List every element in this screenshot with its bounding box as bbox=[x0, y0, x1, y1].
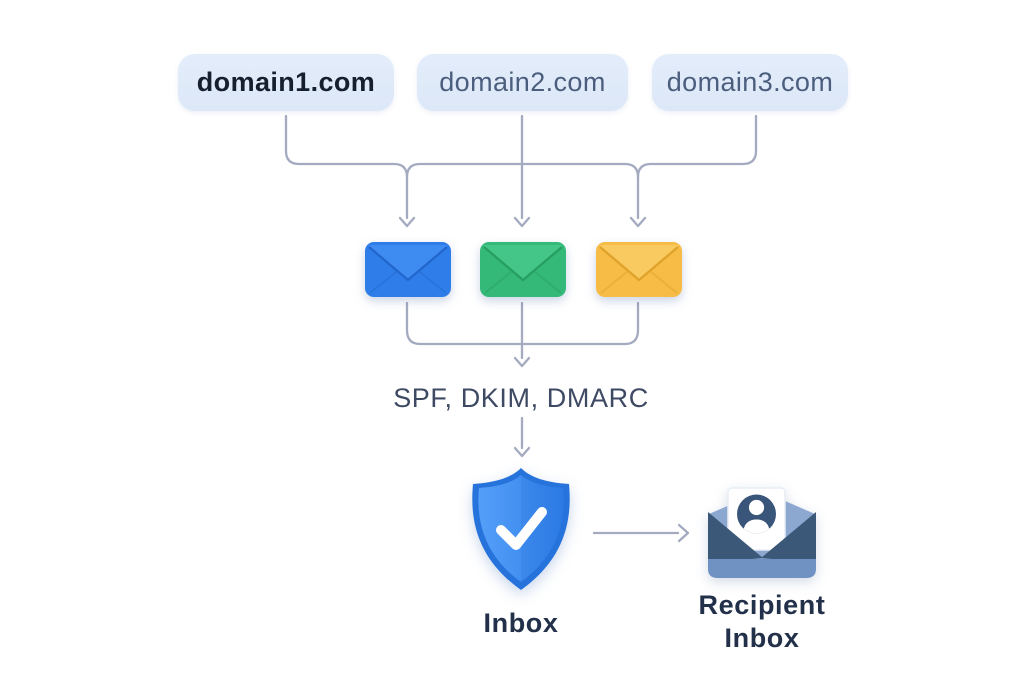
domain-pill-2: domain2.com bbox=[417, 54, 628, 111]
yellow-mail-icon bbox=[596, 242, 682, 297]
green-mail-icon bbox=[480, 242, 566, 297]
auth-protocols-label: SPF, DKIM, DMARC bbox=[393, 383, 649, 413]
recipient-inbox-label-line2: Inbox bbox=[724, 623, 800, 653]
shield-check-icon bbox=[472, 468, 570, 590]
domain-pill-3-label: domain3.com bbox=[666, 67, 834, 97]
blue-mail-icon bbox=[365, 242, 451, 297]
domain-pill-1: domain1.com bbox=[178, 54, 394, 111]
recipient-inbox-icon bbox=[708, 487, 816, 578]
domain-pill-3: domain3.com bbox=[652, 54, 848, 111]
domain-pill-2-label: domain2.com bbox=[439, 67, 606, 97]
recipient-inbox-label-line1: Recipient bbox=[698, 590, 826, 620]
inbox-label: Inbox bbox=[483, 608, 559, 638]
domain-pill-1-label: domain1.com bbox=[196, 67, 376, 97]
recipient-inbox-label: Recipient Inbox bbox=[662, 589, 862, 655]
